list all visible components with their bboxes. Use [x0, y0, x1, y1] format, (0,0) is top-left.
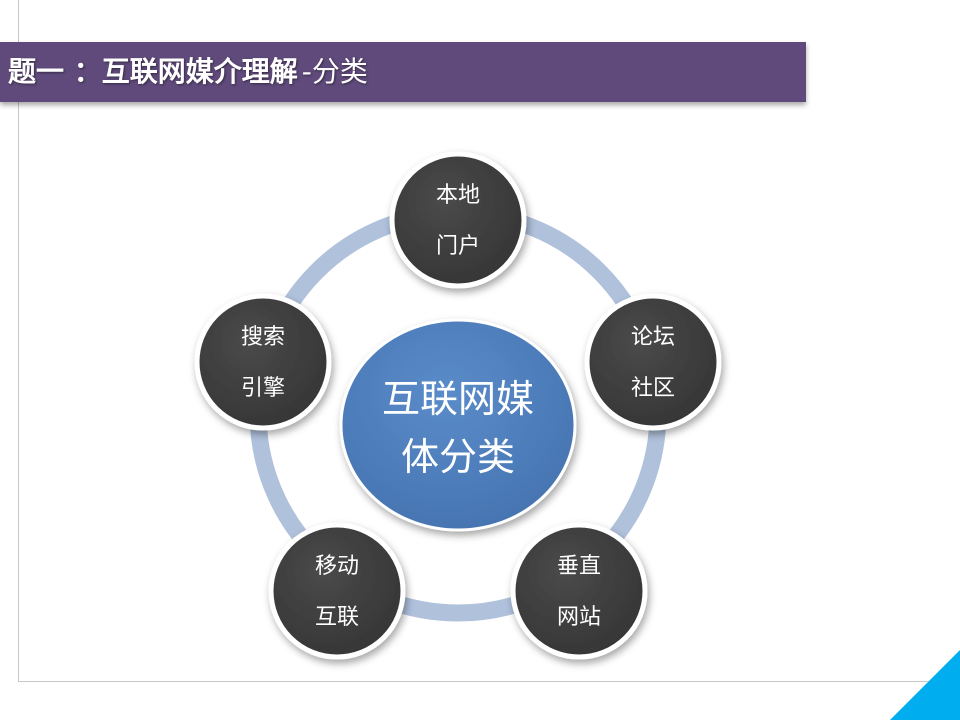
node-search-engine: 搜索 引擎 [194, 293, 332, 431]
left-divider [18, 0, 19, 682]
title-bar: 题一 ：互联网媒介理解-分类 [0, 42, 806, 102]
page-title: 题一 ：互联网媒介理解-分类 [8, 42, 368, 102]
node-forum-community: 论坛 社区 [584, 293, 722, 431]
node-label-line1: 移动 [315, 554, 359, 579]
node-vertical-site: 垂直 网站 [510, 522, 648, 660]
title-main: 题一 ：互联网媒介理解 [8, 55, 298, 88]
node-label-line2: 网站 [557, 605, 601, 630]
center-label-line2: 体分类 [401, 435, 515, 479]
center-label-line1: 互联网媒 [382, 377, 534, 421]
node-mobile-internet: 移动 互联 [268, 522, 406, 660]
node-label-line2: 引擎 [241, 376, 285, 401]
node-local-portal: 本地 门户 [389, 151, 527, 289]
node-label-line1: 论坛 [631, 325, 675, 350]
bottom-divider [18, 681, 960, 682]
center-node [339, 318, 577, 532]
node-label-line1: 搜索 [241, 325, 285, 350]
node-label-line2: 门户 [436, 234, 480, 259]
node-label-line2: 互联 [315, 605, 359, 630]
title-sub: -分类 [301, 55, 368, 88]
node-label-line1: 垂直 [557, 554, 601, 579]
node-label-line2: 社区 [631, 376, 675, 401]
node-label-line1: 本地 [436, 183, 480, 208]
corner-accent-triangle [890, 650, 960, 720]
